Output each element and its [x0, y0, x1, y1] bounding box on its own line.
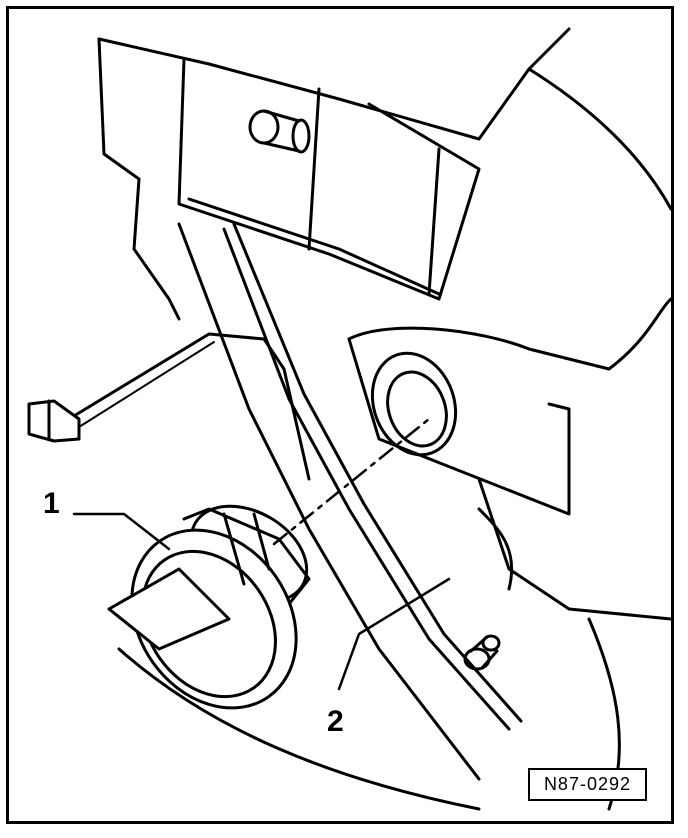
housing-inner-seam — [187, 197, 441, 296]
leader-line-2 — [337, 577, 451, 691]
leader-line-1 — [72, 512, 171, 551]
callout-2: 2 — [327, 705, 344, 738]
housing-rib-2 — [427, 147, 441, 296]
housing-upper-panel — [177, 57, 481, 301]
connector-plug-icon — [27, 399, 81, 443]
housing-outline — [97, 27, 571, 141]
technical-line-drawing — [27, 27, 673, 811]
mounting-hole — [370, 351, 458, 457]
panel-notch — [477, 507, 514, 591]
reference-code: N87-0292 — [527, 768, 647, 801]
illustration-frame: 1 2 N87-0292 — [6, 6, 674, 824]
panel-right-lower — [347, 337, 571, 516]
housing-right-curve — [527, 67, 673, 211]
mounting-bolt-icon — [248, 109, 311, 154]
callout-1: 1 — [43, 487, 60, 520]
mounting-hole-inner — [386, 370, 448, 448]
rail-outer — [177, 222, 481, 781]
bulb-holder — [107, 504, 311, 710]
lower-stud-icon — [463, 634, 501, 671]
wire-harness — [67, 332, 311, 481]
wire-harness-2 — [78, 341, 215, 428]
housing-left-edge — [97, 37, 181, 321]
panel-right — [347, 297, 673, 371]
alignment-line — [272, 417, 431, 546]
housing-rib — [307, 87, 321, 251]
lower-body-curve — [117, 647, 481, 811]
rail-inner-2 — [232, 222, 523, 723]
